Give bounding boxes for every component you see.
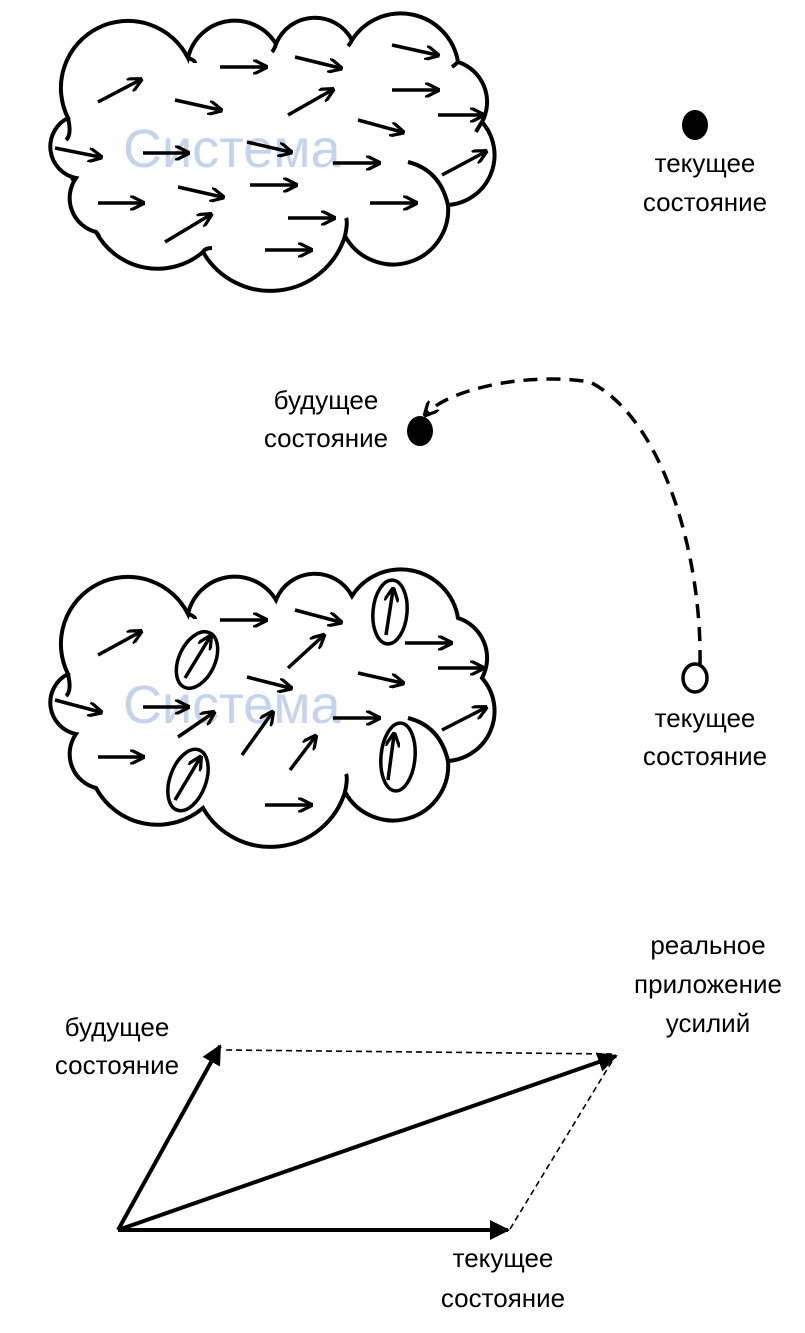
state-arrows (54, 608, 485, 805)
real-effort-label-3: усилий (666, 1008, 750, 1038)
arrow-icon (54, 146, 100, 157)
future-state-label-2: состояние (55, 1050, 179, 1080)
state-arrows (54, 43, 485, 250)
arrow-icon (288, 737, 315, 772)
system-cloud-top: Система (48, 11, 497, 293)
current-state-label-1: текущее (655, 148, 756, 178)
future-state-label-1: будущее (65, 1012, 170, 1042)
arrow-icon (357, 671, 402, 683)
system-cloud-bottom: Система (48, 567, 497, 849)
arrow-icon (246, 140, 290, 152)
arrow-icon (294, 608, 340, 622)
arrow-icon (246, 675, 290, 688)
future-state-label-1: будущее (274, 385, 379, 415)
arrow-icon (441, 708, 485, 732)
system-label: Система (123, 675, 341, 735)
arrow-icon (441, 152, 485, 177)
current-state-label-1: текущее (453, 1243, 554, 1273)
dashed-guide-top (225, 1049, 613, 1055)
future-state-dot (407, 416, 433, 446)
arrow-icon (357, 118, 402, 132)
current-state-label-2: состояние (643, 741, 767, 771)
arrow-icon (164, 215, 210, 244)
arrow-icon (287, 90, 332, 117)
dashed-guide-right (509, 1057, 615, 1230)
current-state-label-1: текущее (655, 703, 756, 733)
future-state-vector (116, 1044, 222, 1231)
current-state-label-2: состояние (441, 1283, 565, 1313)
system-label: Система (123, 119, 341, 179)
arrow-icon (240, 713, 272, 757)
arrow-icon (286, 636, 323, 670)
arrow-icon (391, 43, 437, 55)
real-effort-vector (117, 1052, 618, 1232)
arrow-icon (54, 698, 100, 712)
arrow-icon (174, 98, 220, 110)
current-state-circle (681, 662, 709, 694)
arrow-icon (388, 735, 394, 781)
arrow-icon (183, 637, 210, 679)
arrow-icon (173, 758, 200, 801)
arrow-icon (177, 185, 222, 197)
future-state-label-2: состояние (264, 423, 388, 453)
arrow-icon (294, 55, 340, 68)
current-state-dot (682, 110, 708, 140)
arrow-icon (97, 632, 140, 657)
real-effort-label-1: реальное (650, 930, 765, 960)
arrow-icon (177, 713, 213, 739)
aligned-arrows (173, 590, 394, 801)
current-state-label-2: состояние (643, 187, 767, 217)
arrow-icon (386, 590, 393, 636)
real-effort-label-2: приложение (634, 969, 782, 999)
arrow-icon (97, 80, 140, 104)
